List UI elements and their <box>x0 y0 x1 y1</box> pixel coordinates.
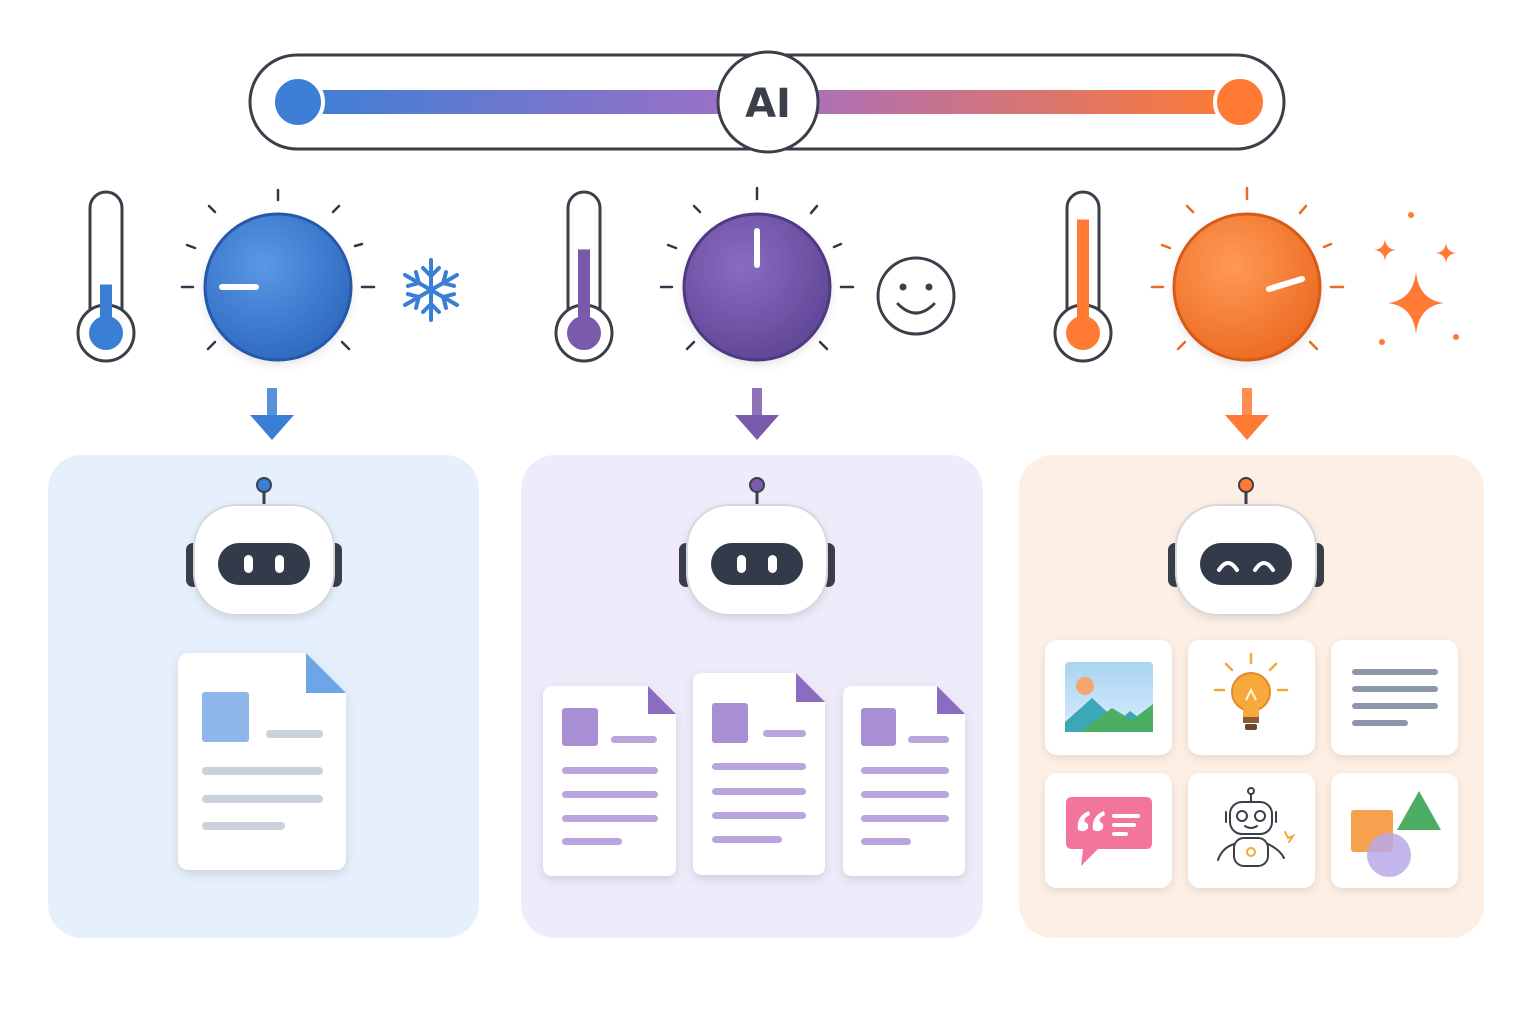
low-temperature-column <box>48 188 479 938</box>
slider-hot-end-handle[interactable] <box>1213 75 1267 129</box>
idea-tile <box>1188 773 1315 888</box>
smiley-face-icon <box>876 256 956 336</box>
robot-neutral-icon <box>186 477 342 616</box>
down-arrow-icon <box>250 388 294 440</box>
temperature-dial-high[interactable] <box>1150 186 1345 362</box>
idea-tile <box>1331 640 1458 755</box>
high-temperature-column <box>1019 186 1484 938</box>
single-document-icon <box>178 653 346 870</box>
text-lines-icon <box>1352 669 1438 726</box>
slider-ai-handle[interactable] <box>716 50 820 154</box>
dial-pointer <box>1266 276 1305 292</box>
idea-grid <box>1045 640 1458 888</box>
medium-temperature-column <box>521 186 983 938</box>
robot-doodle-icon <box>1217 787 1296 867</box>
down-arrow-icon <box>1225 388 1269 440</box>
sparkles-icon <box>1374 212 1459 345</box>
snowflake-icon <box>403 258 459 322</box>
idea-tile <box>1045 773 1172 888</box>
down-arrow-icon <box>735 388 779 440</box>
quote-bubble-icon <box>1066 797 1152 866</box>
landscape-image-icon <box>1065 662 1153 732</box>
thermometer-icon <box>76 190 136 363</box>
document-icon <box>693 673 825 875</box>
idea-tile <box>1188 640 1315 755</box>
thermometer-icon <box>554 190 614 363</box>
temperature-dial-medium[interactable] <box>659 186 855 362</box>
document-icon <box>843 686 965 876</box>
shapes-icon <box>1351 791 1441 877</box>
lightbulb-icon <box>1213 652 1289 730</box>
temperature-dial-low[interactable] <box>180 188 376 362</box>
slider-cold-end-handle[interactable] <box>271 75 325 129</box>
document-icon <box>543 686 676 876</box>
temperature-slider[interactable]: AI <box>248 50 1286 154</box>
idea-tile <box>1045 640 1172 755</box>
thermometer-icon <box>1053 190 1113 363</box>
slider-ai-label: AI <box>745 81 791 127</box>
robot-happy-icon <box>1168 477 1324 616</box>
idea-tile <box>1331 773 1458 888</box>
robot-neutral-icon <box>679 477 835 616</box>
